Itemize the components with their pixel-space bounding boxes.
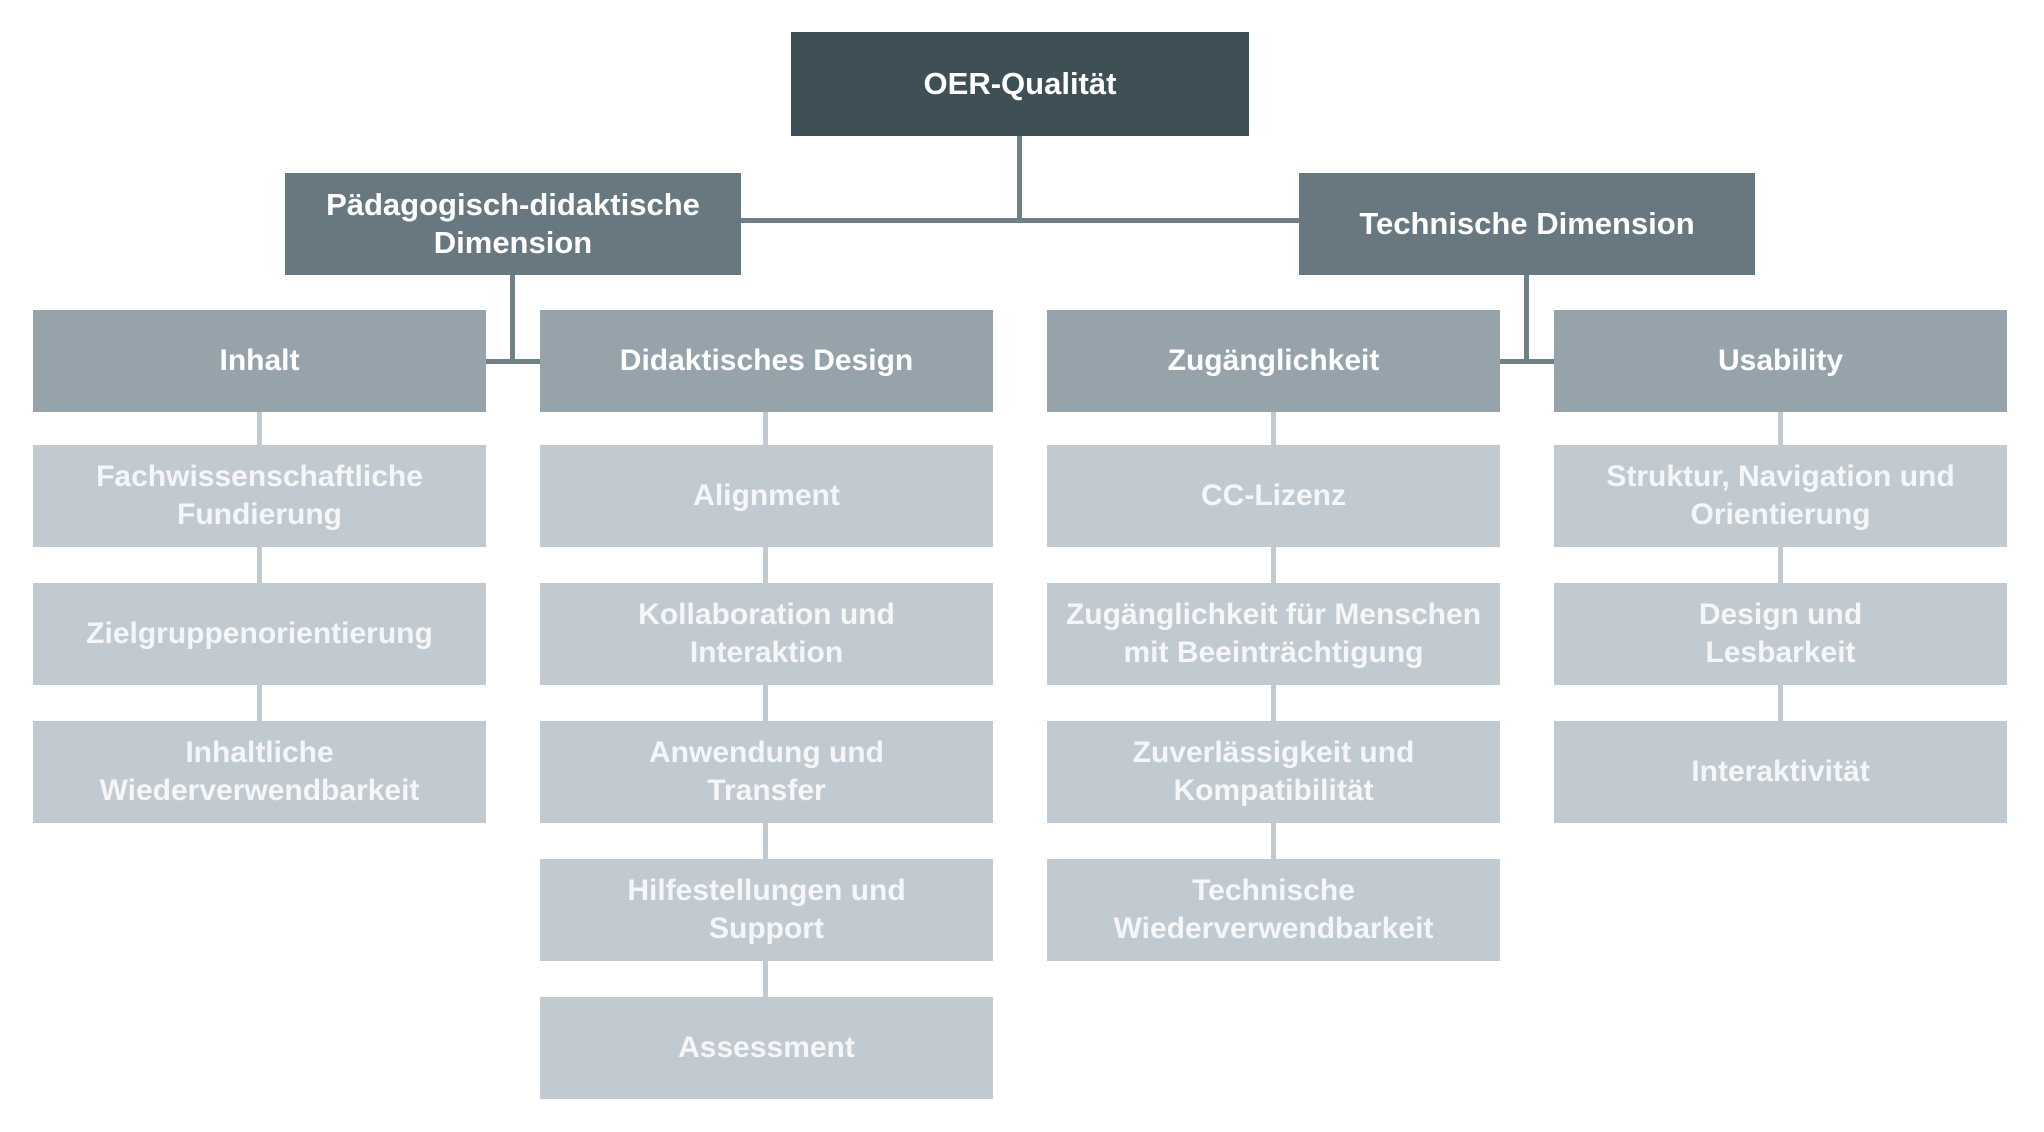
connector-technische-vertical bbox=[1524, 275, 1529, 364]
item-zuverlaessigkeit-und-kompatibilitaet: Zuverlässigkeit und Kompatibilität bbox=[1047, 721, 1500, 823]
connector-col1-1 bbox=[257, 547, 262, 583]
connector-paedagogisch-vertical bbox=[510, 275, 515, 364]
item-hilfestellungen-und-support: Hilfestellungen und Support bbox=[540, 859, 993, 961]
connector-col2-4 bbox=[763, 961, 768, 997]
connector-col2-1 bbox=[763, 547, 768, 583]
connector-col3-0 bbox=[1271, 412, 1276, 445]
connector-dimensions-horizontal bbox=[741, 218, 1299, 223]
connector-col3-2 bbox=[1271, 685, 1276, 721]
item-zugaenglichkeit-beeintraechtigung: Zugänglichkeit für Menschen mit Beeinträ… bbox=[1047, 583, 1500, 685]
connector-col3-3 bbox=[1271, 823, 1276, 859]
connector-col2-2 bbox=[763, 685, 768, 721]
item-alignment: Alignment bbox=[540, 445, 993, 547]
item-anwendung-und-transfer: Anwendung und Transfer bbox=[540, 721, 993, 823]
connector-col4-0 bbox=[1778, 412, 1783, 445]
category-header-zugaenglichkeit: Zugänglichkeit bbox=[1047, 310, 1500, 412]
connector-col1-2 bbox=[257, 685, 262, 721]
root-node-oer-qualitaet: OER-Qualität bbox=[791, 32, 1249, 136]
connector-col2-3 bbox=[763, 823, 768, 859]
item-design-und-lesbarkeit: Design und Lesbarkeit bbox=[1554, 583, 2007, 685]
connector-col1-0 bbox=[257, 412, 262, 445]
connector-col4-1 bbox=[1778, 547, 1783, 583]
connector-paedagogisch-tee bbox=[486, 359, 540, 364]
item-inhaltliche-wiederverwendbarkeit: Inhaltliche Wiederverwendbarkeit bbox=[33, 721, 486, 823]
category-header-didaktisches-design: Didaktisches Design bbox=[540, 310, 993, 412]
item-zielgruppenorientierung: Zielgruppenorientierung bbox=[33, 583, 486, 685]
item-assessment: Assessment bbox=[540, 997, 993, 1099]
item-interaktivitaet: Interaktivität bbox=[1554, 721, 2007, 823]
item-technische-wiederverwendbarkeit: Technische Wiederverwendbarkeit bbox=[1047, 859, 1500, 961]
category-header-usability: Usability bbox=[1554, 310, 2007, 412]
connector-technische-tee bbox=[1500, 359, 1554, 364]
dimension-node-technisch: Technische Dimension bbox=[1299, 173, 1755, 275]
dimension-node-paedagogisch-didaktisch: Pädagogisch-didaktische Dimension bbox=[285, 173, 741, 275]
item-kollaboration-und-interaktion: Kollaboration und Interaktion bbox=[540, 583, 993, 685]
category-header-inhalt: Inhalt bbox=[33, 310, 486, 412]
item-cc-lizenz: CC-Lizenz bbox=[1047, 445, 1500, 547]
connector-col3-1 bbox=[1271, 547, 1276, 583]
connector-col4-2 bbox=[1778, 685, 1783, 721]
item-fachwissenschaftliche-fundierung: Fachwissenschaftliche Fundierung bbox=[33, 445, 486, 547]
connector-root-vertical bbox=[1017, 136, 1022, 223]
connector-col2-0 bbox=[763, 412, 768, 445]
item-struktur-navigation-orientierung: Struktur, Navigation und Orientierung bbox=[1554, 445, 2007, 547]
